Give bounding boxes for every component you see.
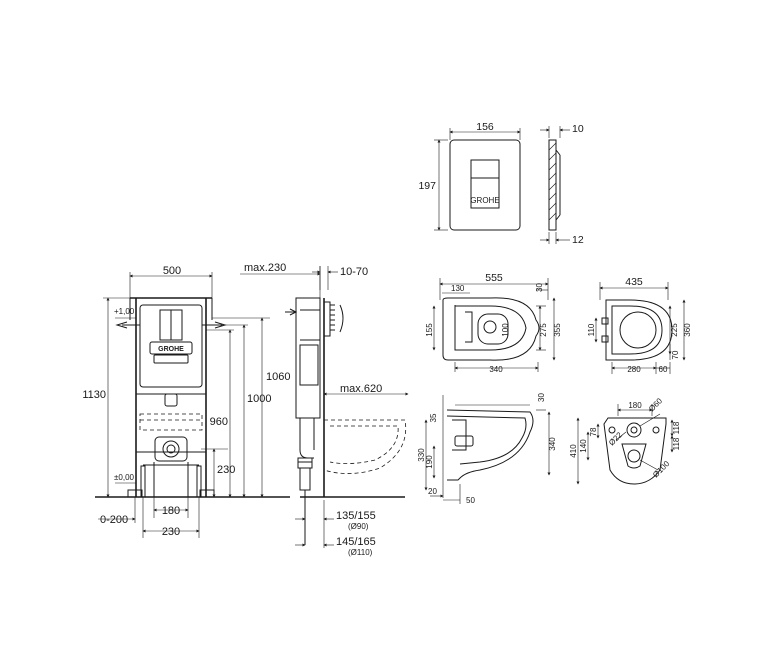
height-960-label: 960 [210,416,228,428]
seat-d110-label: 110 [587,323,596,336]
bowl-length-label: 555 [485,272,503,284]
installation-frame-side-view: max.230 10-70 [240,262,409,557]
front-d180-label: 180 [628,401,642,410]
bowl-side-d340-label: 340 [548,437,557,451]
seat-top-view: 435 110 225 360 70 280 60 [587,276,692,374]
bowl-side-d20-label: 20 [428,487,437,496]
plate-logo: GROHE [470,196,499,205]
bowl-side-d30-label: 30 [537,393,546,402]
front-d60-label: Ø60 [647,396,664,413]
height-230-label: 230 [217,464,235,476]
front-d410-label: 410 [569,444,578,458]
seat-d225-label: 225 [670,323,679,337]
bottom-width-label: 230 [162,526,180,538]
front-d118b-label: 118 [672,437,681,450]
seat-d360-label: 360 [683,323,692,337]
frame-logo: GROHE [158,346,184,353]
outlet-1-diameter-label: (Ø90) [348,522,369,531]
outlet-2-diameter-label: (Ø110) [348,548,373,557]
bowl-projection-label: max.620 [340,383,382,395]
flush-plate-front-view: 156 GROHE 197 [418,121,521,231]
front-d100-label: Ø100 [651,459,672,480]
plate-height-label: 197 [418,180,436,192]
frame-total-height-label: 1130 [82,389,106,401]
bowl-d340-label: 340 [489,365,503,374]
outlet-1-label: 135/155 [336,510,376,522]
bowl-side-view: 35 30 340 330 190 20 50 [417,393,557,505]
front-d78-label: 78 [589,427,598,436]
level-zero-label: ±0,00 [114,473,135,482]
level-top-label: +1,00 [114,307,135,316]
bowl-side-d35-label: 35 [429,413,438,422]
wall-offset-label: 10-70 [340,266,368,278]
bowl-d355-label: 355 [553,323,562,337]
seat-d60-label: 60 [659,365,668,374]
bowl-side-d190-label: 190 [425,455,434,469]
bowl-d155-label: 155 [425,323,434,337]
installation-frame-front-view: 500 GROHE [82,265,290,538]
frame-depth-label: max.230 [244,262,286,274]
seat-d70-label: 70 [671,350,680,359]
bowl-d130-label: 130 [451,284,465,293]
plate-width-label: 156 [476,121,494,133]
bowl-front-view: 180 Ø60 Ø22 Ø100 410 140 78 118 118 [569,396,681,485]
front-d118a-label: 118 [672,421,681,434]
bowl-side-d50-label: 50 [466,496,475,505]
seat-d280-label: 280 [627,365,641,374]
floor-offset-label: 0-200 [100,514,128,526]
bowl-d30-label: 30 [535,283,544,292]
front-d140-label: 140 [579,439,588,453]
seat-length-label: 435 [625,276,643,288]
height-1060-label: 1060 [266,371,290,383]
frame-width-label: 500 [163,265,181,277]
flush-plate-side-view: 10 12 [540,123,584,246]
bowl-side-d330-label: 330 [417,448,426,462]
bowl-d100-label: 100 [501,323,510,337]
bowl-d275-label: 275 [539,323,548,337]
plate-thickness-top-label: 10 [572,123,584,135]
outlet-2-label: 145/165 [336,536,376,548]
plate-thickness-bottom-label: 12 [572,234,584,246]
height-1000-label: 1000 [247,393,271,405]
bolt-spacing-label: 180 [162,505,180,517]
bowl-top-view: 555 100 130 30 155 275 355 340 [425,272,562,374]
